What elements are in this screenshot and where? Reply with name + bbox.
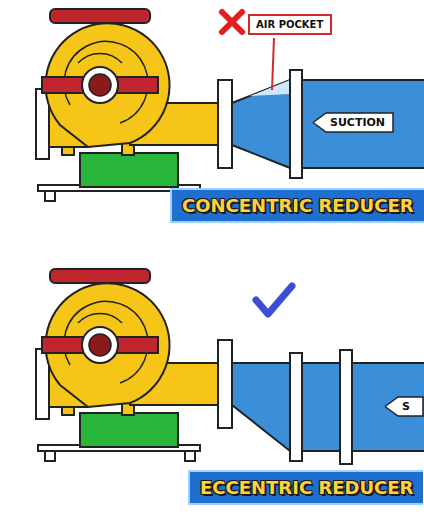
label-text: ECCENTRIC REDUCER [200, 477, 413, 498]
cross-mark [222, 12, 242, 32]
pump [36, 9, 232, 201]
air-pocket [250, 80, 290, 96]
title-band: CONCENTRIC REDUCER [170, 188, 424, 223]
label-text: AIR POCKET [256, 19, 324, 30]
pump [36, 269, 232, 461]
flow-arrow: SUCTION [312, 112, 394, 133]
label-text: S [402, 400, 416, 413]
leader-line [272, 38, 274, 90]
flow-arrow: S [384, 396, 424, 417]
arrow-outline [385, 397, 423, 416]
concentric-reducer [232, 80, 290, 168]
flange [340, 350, 352, 464]
title-band: ECCENTRIC REDUCER [188, 470, 423, 505]
label-text: CONCENTRIC REDUCER [182, 195, 414, 216]
arrow-outline [313, 113, 393, 132]
check-mark [256, 286, 292, 314]
label-text: SUCTION [330, 116, 386, 129]
flange [290, 70, 302, 178]
flange [290, 353, 302, 461]
suction-pipe [302, 80, 424, 168]
eccentric-reducer [232, 363, 290, 451]
callout-box: AIR POCKET [248, 14, 332, 35]
suction-pipe [302, 363, 424, 451]
